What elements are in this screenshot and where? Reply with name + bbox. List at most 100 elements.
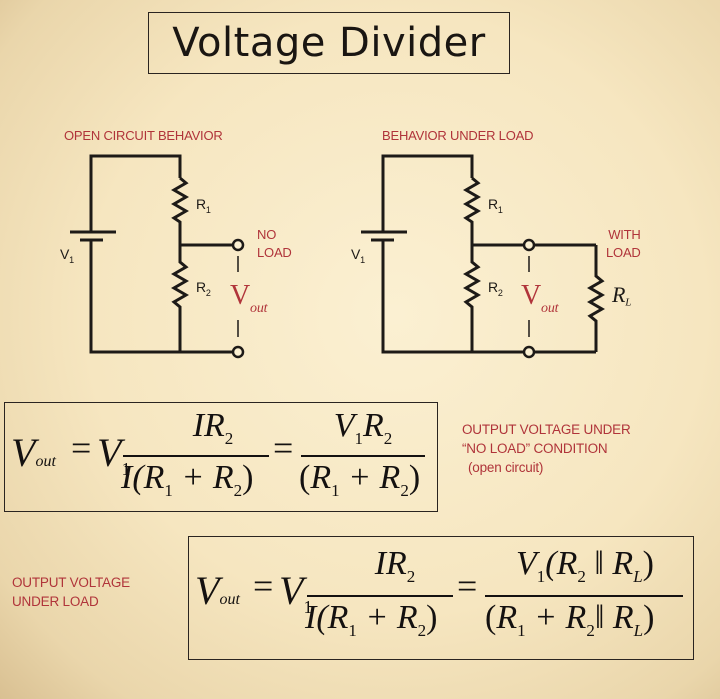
num-main: V xyxy=(516,545,537,582)
den-part: I(R xyxy=(121,459,165,496)
den-sub: 2 xyxy=(400,480,409,500)
num-sub: L xyxy=(633,566,643,586)
den-part: ) xyxy=(426,599,438,636)
eq1-lhs: Vout xyxy=(11,429,56,476)
source-label-main: V xyxy=(60,246,70,262)
r2-label-main: R xyxy=(196,279,206,295)
den-sub: 1 xyxy=(331,480,340,500)
eq1-lhs-sub: out xyxy=(35,453,56,470)
eq1-frac1-bar xyxy=(123,455,269,457)
r2-label: R2 xyxy=(196,279,211,298)
r1-label-sub: 1 xyxy=(497,204,503,215)
source-label: V1 xyxy=(60,246,74,265)
source-label-main: V xyxy=(351,246,361,262)
eq1-v1: V1 xyxy=(97,429,130,480)
wire-bottom-left xyxy=(381,240,472,354)
vout-label-main: V xyxy=(521,280,542,311)
vout-label-sub: out xyxy=(250,301,268,316)
den-part: + R xyxy=(356,599,418,636)
no-load-caption: OUTPUT VOLTAGE UNDER “NO LOAD” CONDITION… xyxy=(462,420,631,477)
den-sub: 1 xyxy=(348,620,357,640)
no-load-line2: LOAD xyxy=(257,245,292,260)
r2-label-sub: 2 xyxy=(205,287,211,298)
output-terminal-bottom xyxy=(231,345,245,359)
num-main: R xyxy=(363,407,384,444)
output-terminal-bottom xyxy=(522,345,536,359)
resistor-rl-symbol xyxy=(587,245,605,352)
r1-label-main: R xyxy=(196,196,206,212)
eq1-frac2-denominator: ((RR1 + R2) xyxy=(299,459,421,500)
den-part: ) xyxy=(242,459,254,496)
eq2-frac1-bar xyxy=(307,595,453,597)
no-load-equation-box: Vout = V1 IR2 I(R1 + R2) = V1R2 ((RR1 + … xyxy=(4,402,438,512)
num-main: ) xyxy=(642,545,654,582)
eq1-frac1-numerator: IR2 xyxy=(155,407,271,449)
source-label-sub: 1 xyxy=(360,254,365,265)
eq2-v1-sub: 1 xyxy=(303,597,313,617)
output-terminal-top xyxy=(231,238,245,252)
rl-label: RL xyxy=(612,282,631,309)
caption-line: (open circuit) xyxy=(468,460,544,475)
eq2-equals-2: = xyxy=(457,566,478,606)
open-circuit-heading: OPEN CIRCUIT BEHAVIOR xyxy=(64,128,223,143)
resistor-r1-symbol xyxy=(463,176,481,245)
rl-label-main: R xyxy=(612,282,626,307)
den-sub: 2 xyxy=(417,620,427,640)
load-circuit-diagram xyxy=(361,154,605,359)
source-label-sub: 1 xyxy=(69,254,74,265)
eq1-equals-2: = xyxy=(273,428,294,468)
wire-top-left xyxy=(89,154,182,232)
num-main: V xyxy=(333,407,355,444)
num-main: (R xyxy=(545,545,578,582)
eq1-equals-1: = xyxy=(71,428,92,468)
num-sub: 2 xyxy=(577,566,586,586)
eq1-lhs-main: V xyxy=(11,430,36,475)
resistor-r2-symbol xyxy=(171,245,189,352)
eq1-frac2-numerator: V1R2 xyxy=(301,407,425,449)
caption-line: UNDER LOAD xyxy=(12,594,99,609)
resistor-r1-symbol xyxy=(171,176,189,245)
num-sub: 2 xyxy=(406,566,416,586)
title-box: Voltage Divider xyxy=(148,12,510,74)
r1-label-sub: 1 xyxy=(205,204,211,215)
den-part: ) xyxy=(643,599,655,636)
eq2-frac2-numerator: V1(R2 ‖ RL) xyxy=(487,545,683,587)
caption-line: OUTPUT VOLTAGE UNDER xyxy=(462,422,631,437)
num-sub: 1 xyxy=(536,566,546,586)
eq2-lhs: Vout xyxy=(195,567,240,614)
page-title: Voltage Divider xyxy=(172,20,486,66)
den-part: I(R xyxy=(305,599,349,636)
r1-label-main: R xyxy=(488,196,498,212)
vout-label: Vout xyxy=(230,280,268,316)
rl-label-sub: L xyxy=(625,296,632,309)
eq1-v1-sub: 1 xyxy=(121,459,131,479)
load-circuit-heading: BEHAVIOR UNDER LOAD xyxy=(382,128,534,143)
den-part: + R xyxy=(172,459,234,496)
vout-label-sub: out xyxy=(541,301,559,316)
den-sub: 2 xyxy=(233,480,243,500)
caption-line: OUTPUT VOLTAGE xyxy=(12,575,130,590)
den-sub: 1 xyxy=(164,480,173,500)
eq2-frac1-denominator: I(R1 + R2) xyxy=(305,599,437,641)
eq2-v1: V1 xyxy=(279,567,312,618)
den-sub: L xyxy=(633,620,644,640)
den-part: + R xyxy=(525,599,587,636)
den-sub: 1 xyxy=(517,620,526,640)
num-main: IR xyxy=(192,407,225,444)
num-main: IR xyxy=(374,545,407,582)
r2-label-sub: 2 xyxy=(497,287,503,298)
wire-top-left xyxy=(381,154,474,232)
vout-label-main: V xyxy=(230,280,251,311)
eq1-frac2-bar xyxy=(301,455,425,457)
vout-label: Vout xyxy=(521,280,559,316)
open-circuit-diagram xyxy=(70,154,245,359)
resistor-r2-symbol xyxy=(463,245,481,352)
num-sub: 2 xyxy=(224,428,234,448)
no-load-line1: NO xyxy=(257,227,277,242)
wire-bottom-left xyxy=(89,240,182,354)
eq2-lhs-main: V xyxy=(195,568,220,613)
den-part: + R xyxy=(339,459,401,496)
eq2-lhs-sub: out xyxy=(219,591,240,608)
